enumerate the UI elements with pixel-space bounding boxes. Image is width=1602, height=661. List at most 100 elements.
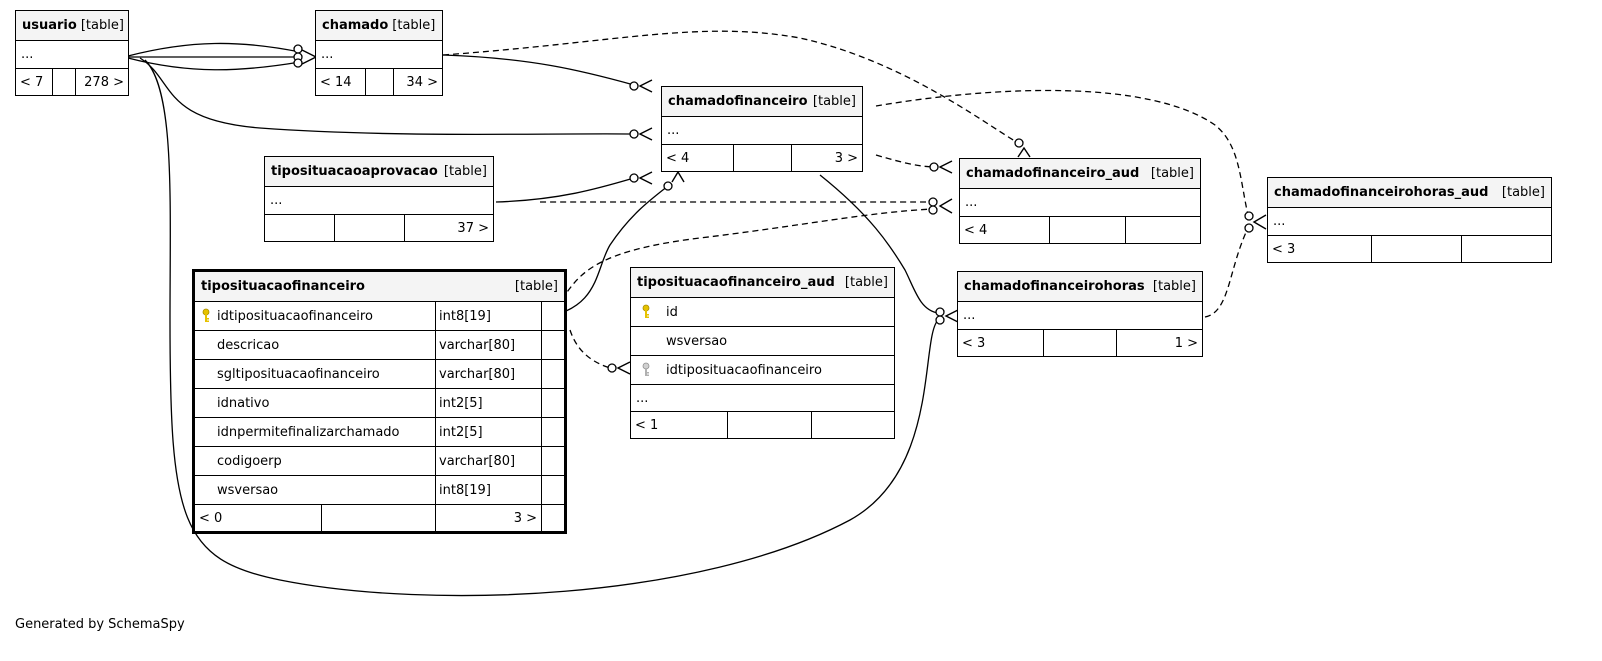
parent-count[interactable]: < 4 — [960, 217, 1050, 243]
edge-end-chamado-1 — [293, 44, 303, 54]
child-count[interactable]: 3 > — [436, 505, 542, 531]
column-row[interactable]: idnpermitefinalizarchamado int2[5] — [195, 418, 564, 447]
edge-end-cf-1 — [629, 81, 639, 91]
parent-count[interactable]: < 1 — [631, 412, 728, 438]
edge-usuario-chamadofinanceirohoras — [144, 59, 939, 597]
table-name: tiposituacaofinanceiro — [201, 279, 365, 294]
column-row[interactable]: idnativo int2[5] — [195, 389, 564, 418]
table-type-tag: [table] — [514, 279, 558, 294]
table-chamadofinanceiro[interactable]: chamadofinanceiro [table] ... < 4 3 > — [661, 86, 863, 172]
foreign-key-icon — [642, 362, 650, 376]
column-row[interactable]: wsversao int8[19] — [195, 476, 564, 505]
table-chamado[interactable]: chamado [table] ... < 14 34 > — [315, 10, 443, 96]
table-footer: 37 > — [265, 215, 493, 241]
child-count[interactable]: 278 > — [84, 74, 124, 90]
crow-tsfa — [616, 361, 631, 375]
edge-end-cfa-3 — [928, 197, 938, 207]
crow-cfa-1 — [1017, 146, 1031, 158]
column-row[interactable]: wsversao — [631, 327, 894, 356]
edge-end-cfha-2 — [1244, 223, 1254, 233]
table-chamadofinanceirohoras[interactable]: chamadofinanceirohoras [table] ... < 3 1… — [957, 271, 1203, 357]
footer-middle — [1044, 330, 1117, 356]
column-name: idnativo — [217, 395, 270, 411]
ellipsis-row: ... — [631, 385, 894, 412]
table-footer: < 7 278 > — [16, 69, 128, 95]
parent-count[interactable] — [265, 215, 335, 241]
table-tiposituacaofinanceiro-aud[interactable]: tiposituacaofinanceiro_aud [table] id ws… — [630, 267, 895, 439]
table-chamadofinanceirohoras-aud[interactable]: chamadofinanceirohoras_aud [table] ... <… — [1267, 177, 1552, 263]
column-type: int2[5] — [436, 389, 542, 417]
child-count[interactable] — [812, 412, 894, 438]
child-count[interactable]: 3 > — [834, 150, 858, 166]
column-type: int8[19] — [436, 302, 542, 330]
table-type-tag: [table] — [1501, 185, 1545, 200]
table-header: chamadofinanceiro_aud [table] — [960, 159, 1200, 189]
column-type: int2[5] — [436, 418, 542, 446]
parent-count[interactable]: < 3 — [958, 330, 1044, 356]
edge-end-chamado-3 — [293, 58, 303, 68]
table-tiposituacaoaprovacao[interactable]: tiposituacaoaprovacao [table] ... 37 > — [264, 156, 494, 242]
table-usuario[interactable]: usuario [table] ... < 7 278 > — [15, 10, 129, 96]
parent-count[interactable]: < 4 — [662, 145, 734, 171]
crow-cfh — [944, 309, 959, 323]
footer-middle — [1372, 236, 1462, 262]
table-name: chamadofinanceirohoras — [964, 279, 1145, 294]
child-count[interactable] — [1462, 236, 1551, 262]
table-type-tag: [table] — [1150, 166, 1194, 181]
column-type: varchar[80] — [436, 447, 542, 475]
table-type-tag: [table] — [844, 275, 888, 290]
column-row[interactable]: descricao varchar[80] — [195, 331, 564, 360]
crow-cfa-2 — [938, 160, 953, 174]
edge-tiposituacaofinanceiro-tiposituacaofinanceiro-aud — [569, 329, 611, 369]
child-count[interactable]: 1 > — [1174, 335, 1198, 351]
edge-chamadofinanceirohoras-chamadofinanceirohoras-aud — [1204, 227, 1249, 318]
parent-count[interactable]: < 14 — [316, 69, 366, 95]
crow-cf-2 — [638, 127, 653, 141]
table-chamadofinanceiro-aud[interactable]: chamadofinanceiro_aud [table] ... < 4 — [959, 158, 1201, 244]
column-row[interactable]: idtiposituacaofinanceiro int8[19] — [195, 302, 564, 331]
table-header: tiposituacaofinanceiro_aud [table] — [631, 268, 894, 298]
column-name: wsversao — [666, 333, 728, 349]
parent-count[interactable]: < 0 — [195, 505, 322, 531]
footer-middle — [322, 505, 436, 531]
ellipsis-row: ... — [265, 187, 493, 215]
child-count[interactable]: 34 > — [406, 74, 438, 90]
table-name: chamadofinanceiro_aud — [966, 166, 1140, 181]
primary-key-icon — [642, 304, 650, 318]
table-name: chamadofinanceiro — [668, 94, 808, 109]
ellipsis-row: ... — [316, 41, 442, 69]
table-footer: < 3 — [1268, 236, 1551, 262]
edge-end-cfh-1 — [935, 307, 945, 317]
parent-count[interactable]: < 7 — [16, 69, 53, 95]
primary-key-icon — [202, 308, 210, 322]
ellipsis-row: ... — [16, 41, 128, 69]
table-type-tag: [table] — [392, 18, 436, 33]
table-tiposituacaofinanceiro[interactable]: tiposituacaofinanceiro [table] idtiposit… — [192, 269, 567, 534]
column-type: int8[19] — [436, 476, 542, 504]
column-name: id — [666, 304, 678, 320]
edge-chamado-chamadofinanceiro — [442, 54, 635, 86]
parent-count[interactable]: < 3 — [1268, 236, 1372, 262]
child-count[interactable] — [1126, 217, 1200, 243]
column-row[interactable]: codigoerp varchar[80] — [195, 447, 564, 476]
edge-end-cfa-1 — [1014, 138, 1024, 148]
edge-end-tsfa — [607, 363, 617, 373]
table-footer: < 14 34 > — [316, 69, 442, 95]
edge-end-cfh-2 — [935, 315, 945, 325]
edge-end-cf-2 — [629, 129, 639, 139]
column-name: idtiposituacaofinanceiro — [217, 308, 373, 324]
column-row[interactable]: idtiposituacaofinanceiro — [631, 356, 894, 385]
child-count[interactable]: 37 > — [457, 220, 489, 236]
table-header: chamado [table] — [316, 11, 442, 41]
table-name: usuario — [22, 18, 77, 33]
edge-usuario-chamado-3 — [127, 57, 301, 71]
table-type-tag: [table] — [812, 94, 856, 109]
table-footer: < 4 3 > — [662, 145, 862, 171]
table-header: tiposituacaofinanceiro [table] — [195, 272, 564, 302]
footer-middle — [1050, 217, 1126, 243]
table-header: tiposituacaoaprovacao [table] — [265, 157, 493, 187]
edge-chamadofinanceiro-chamadofinanceirohoras-aud — [875, 89, 1249, 216]
column-row[interactable]: id — [631, 298, 894, 327]
column-row[interactable]: sgltiposituacaofinanceiro varchar[80] — [195, 360, 564, 389]
edge-chamadofinanceiro-chamadofinanceiro-aud — [875, 154, 934, 168]
